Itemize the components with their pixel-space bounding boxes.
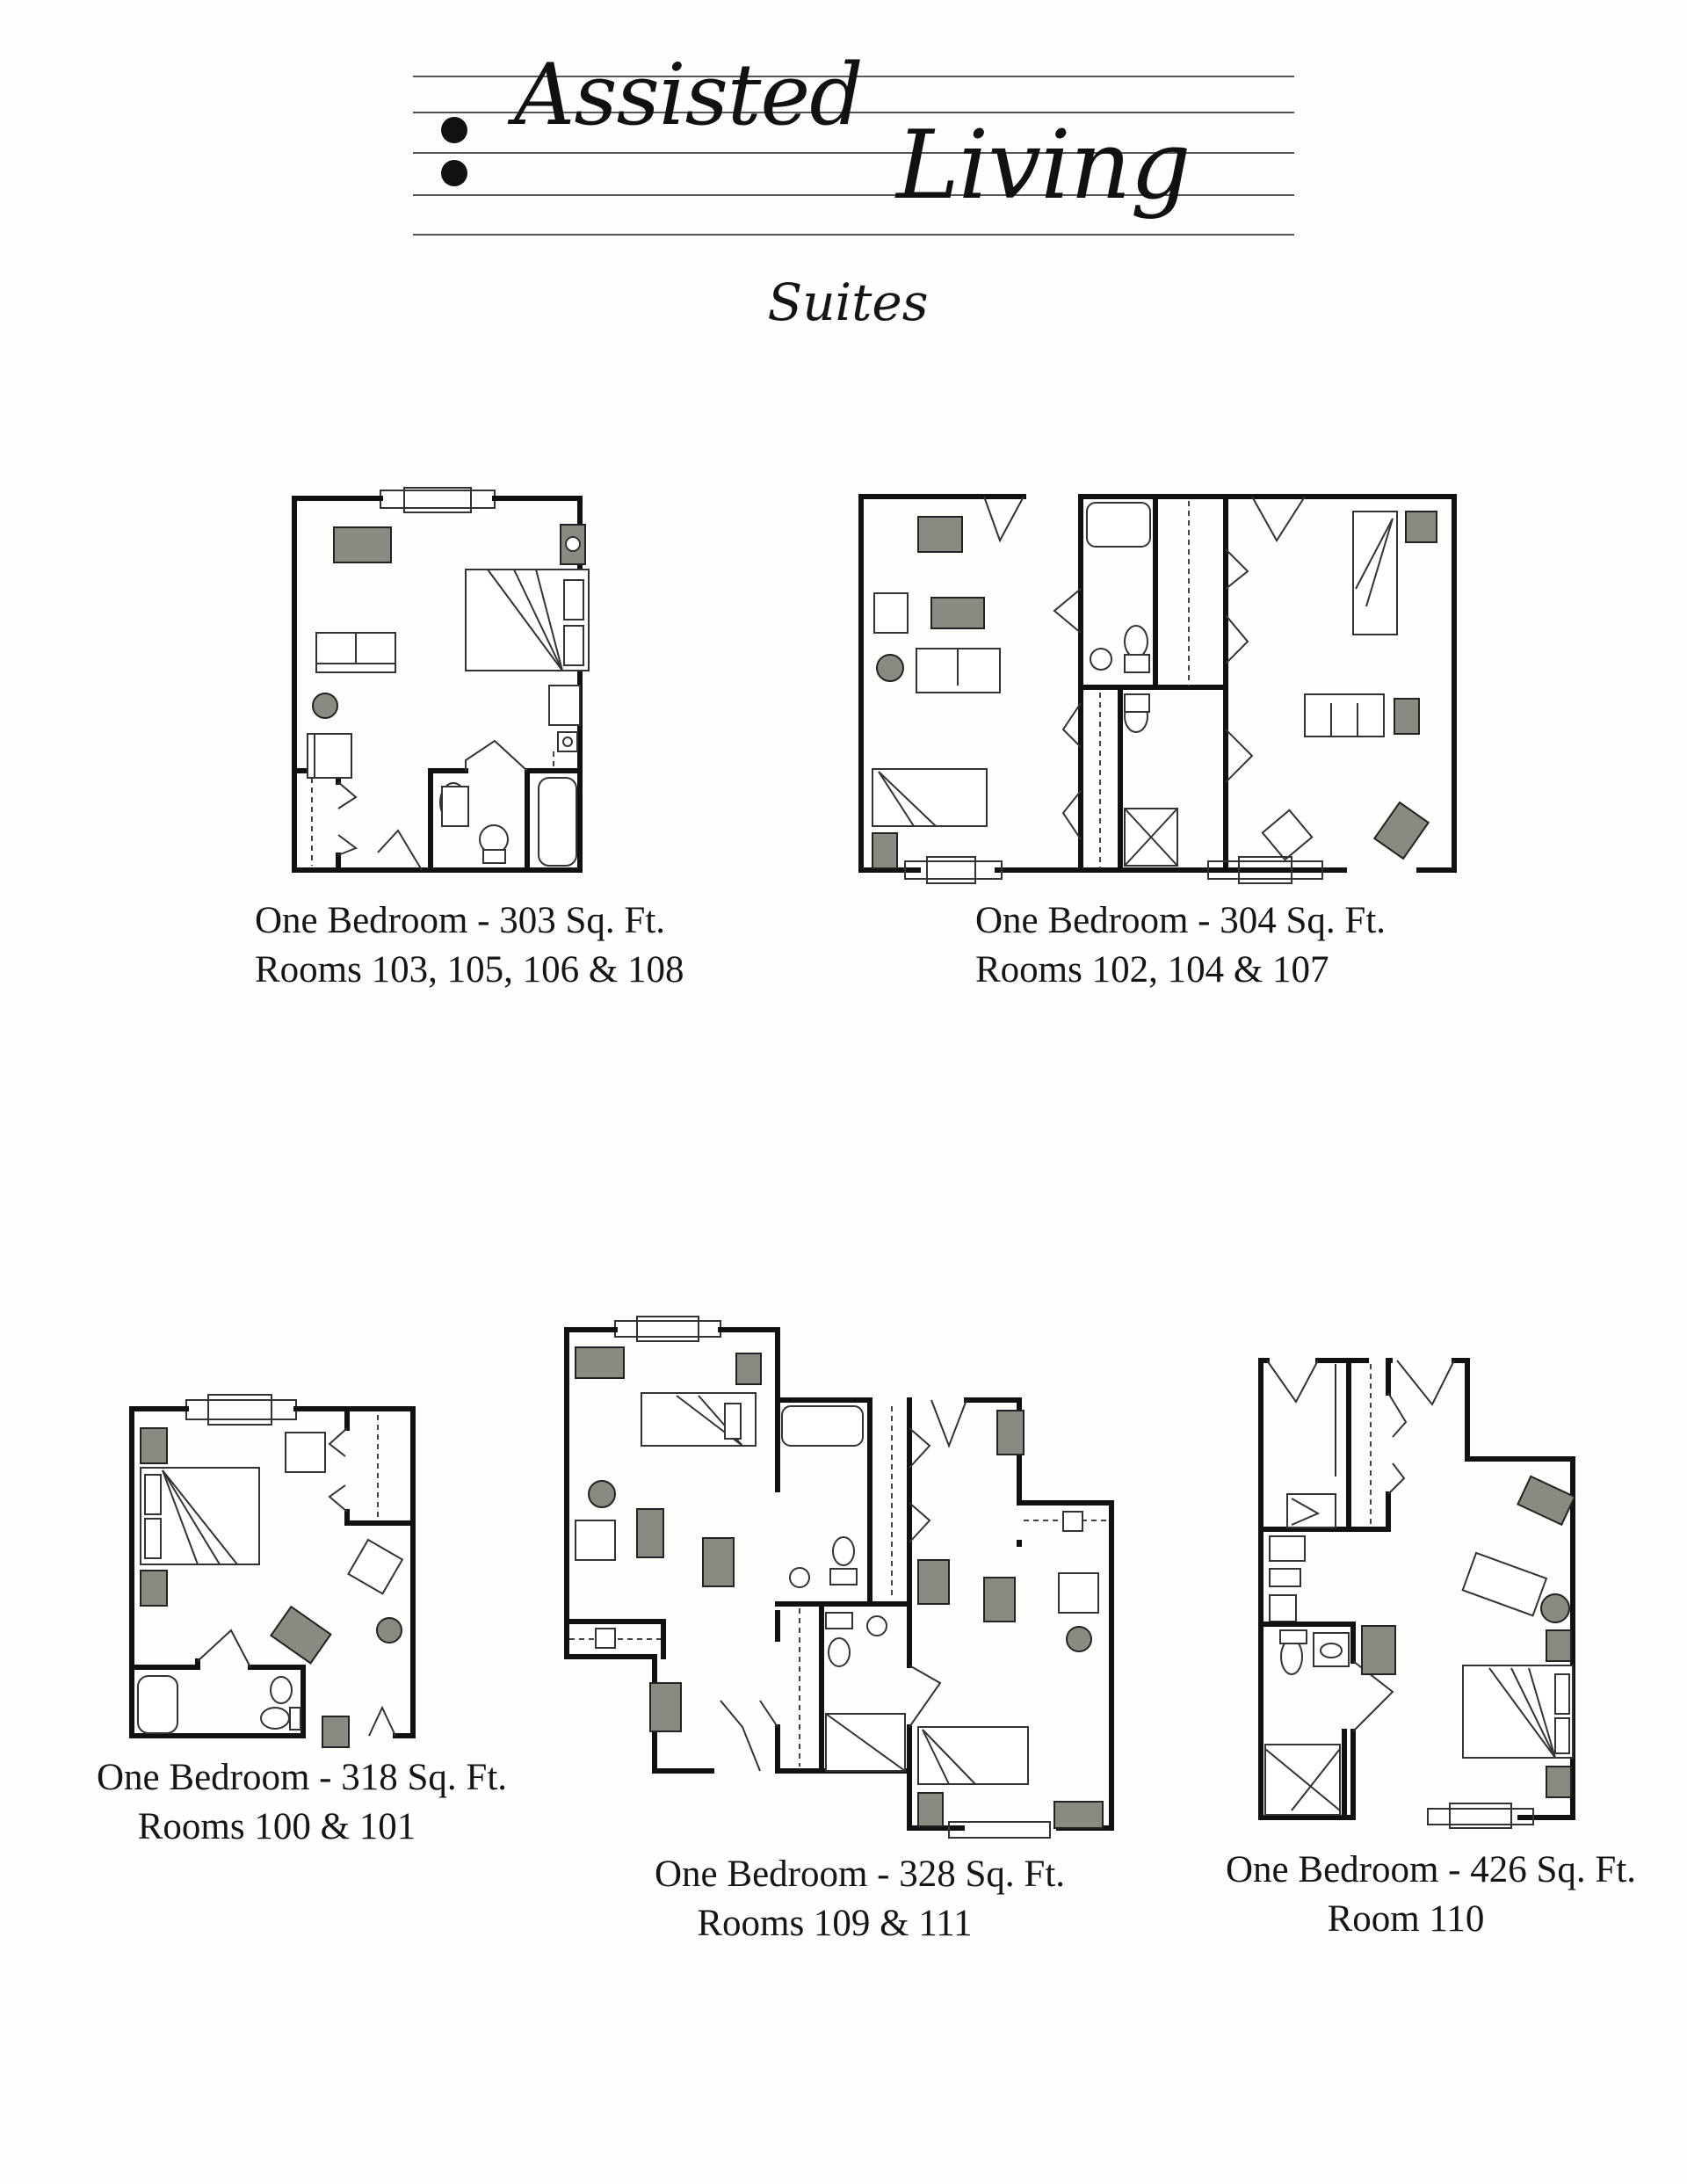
chair-icon	[347, 1538, 404, 1595]
plan-rooms-label: Rooms 103, 105, 106 & 108	[255, 949, 684, 990]
staff-line	[413, 234, 1294, 236]
plan-type-label: One Bedroom - 318 Sq. Ft.	[97, 1757, 508, 1798]
chair-icon	[1261, 809, 1314, 861]
loveseat-icon	[1461, 1551, 1548, 1617]
side-table-icon	[1066, 1626, 1092, 1652]
floor-plan-318	[129, 1394, 416, 1748]
dresser-icon	[636, 1508, 664, 1558]
floor-plan-caption-426: One Bedroom - 426 Sq. Ft. Room 110	[1226, 1846, 1637, 1944]
window-icon	[904, 860, 1003, 880]
nightstand-icon	[735, 1353, 762, 1385]
nightstand-icon	[872, 832, 898, 869]
bathtub-icon	[781, 1405, 864, 1447]
dresser-icon	[983, 1577, 1016, 1622]
window-icon	[614, 1320, 721, 1338]
window-icon	[1207, 860, 1323, 880]
side-table-icon	[312, 693, 338, 719]
bathtub-icon	[538, 777, 577, 867]
chair-icon	[873, 592, 909, 634]
bathtub-icon	[1086, 502, 1151, 548]
floor-plan-328	[564, 1316, 1114, 1839]
floor-plan-426	[1258, 1358, 1576, 1829]
nightstand-icon	[1546, 1629, 1572, 1662]
plan-rooms-label: Room 110	[1327, 1898, 1485, 1940]
window-icon	[948, 1821, 1051, 1839]
window-icon	[1427, 1808, 1534, 1825]
dresser-icon	[996, 1410, 1025, 1455]
chair-icon	[575, 1520, 616, 1561]
floor-plan-caption-303: One Bedroom - 303 Sq. Ft. Rooms 103, 105…	[255, 896, 684, 995]
plan-type-label: One Bedroom - 328 Sq. Ft.	[655, 1854, 1066, 1895]
chair-icon	[1058, 1572, 1099, 1614]
floor-plan-caption-328: One Bedroom - 328 Sq. Ft. Rooms 109 & 11…	[655, 1850, 1066, 1948]
window-icon	[380, 490, 496, 509]
nightstand-icon	[1405, 511, 1437, 543]
plan-rooms-label: Rooms 100 & 101	[137, 1806, 416, 1847]
floor-plan-caption-304: One Bedroom - 304 Sq. Ft. Rooms 102, 104…	[975, 896, 1387, 995]
nightstand-icon	[140, 1570, 168, 1607]
nightstand-icon	[917, 1792, 944, 1827]
colon-dot-icon	[441, 117, 467, 143]
dresser-icon	[702, 1537, 735, 1587]
staff-line	[413, 152, 1294, 154]
bed-icon	[872, 768, 988, 827]
dresser-icon	[333, 526, 392, 563]
side-table-icon	[588, 1480, 616, 1508]
side-table-icon	[1540, 1593, 1570, 1623]
dresser-icon	[917, 1559, 950, 1605]
staff-line	[413, 112, 1294, 113]
coffee-table-icon	[270, 1605, 332, 1665]
bed-icon	[917, 1726, 1029, 1785]
dresser-icon	[917, 516, 963, 553]
floor-plan-304	[858, 494, 1457, 884]
staff-line	[413, 76, 1294, 77]
plan-type-label: One Bedroom - 304 Sq. Ft.	[975, 900, 1387, 941]
plan-rooms-label: Rooms 109 & 111	[697, 1903, 973, 1944]
dresser-icon	[1372, 801, 1430, 860]
dresser-icon	[930, 597, 985, 629]
dresser-icon	[1361, 1625, 1396, 1675]
colon-dot-icon	[441, 160, 467, 186]
dresser-icon	[1517, 1475, 1576, 1527]
sofa-icon	[1304, 693, 1385, 737]
dresser-icon	[1053, 1801, 1104, 1829]
title-living: Living	[896, 111, 1191, 221]
floor-plan-caption-318: One Bedroom - 318 Sq. Ft. Rooms 100 & 10…	[97, 1753, 508, 1852]
nightstand-icon	[1546, 1766, 1572, 1798]
plan-rooms-label: Rooms 102, 104 & 107	[975, 949, 1329, 990]
plan-type-label: One Bedroom - 426 Sq. Ft.	[1226, 1849, 1637, 1890]
page-subtitle: Suites	[767, 272, 929, 332]
window-icon	[185, 1399, 297, 1420]
side-table-icon	[876, 654, 904, 682]
plan-type-label: One Bedroom - 303 Sq. Ft.	[255, 900, 666, 941]
staff-line	[413, 194, 1294, 196]
bathtub-icon	[137, 1675, 178, 1734]
title-assisted: Assisted	[514, 46, 864, 144]
floor-plan-303	[292, 487, 590, 873]
dresser-icon	[649, 1682, 682, 1732]
dresser-icon	[575, 1346, 625, 1379]
side-table-icon	[376, 1617, 402, 1643]
nightstand-icon	[1394, 698, 1420, 735]
bed-icon	[1352, 511, 1398, 635]
sink-icon	[1313, 1632, 1350, 1667]
nightstand-icon	[140, 1427, 168, 1464]
nightstand-icon	[322, 1716, 350, 1748]
chair-icon	[285, 1432, 326, 1473]
